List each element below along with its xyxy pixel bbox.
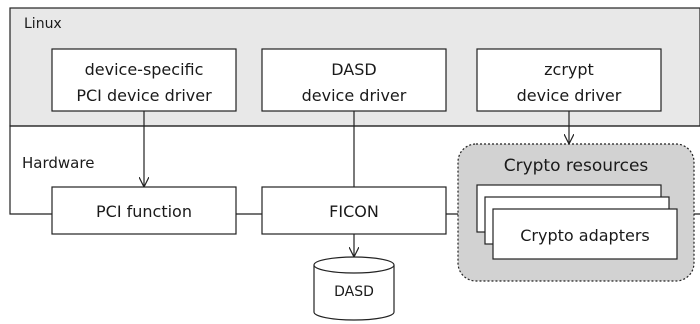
dasd-device-driver-box: DASD device driver bbox=[261, 48, 447, 112]
zcrypt-driver-line1: zcrypt bbox=[544, 60, 594, 79]
zcrypt-driver-line2: device driver bbox=[517, 86, 622, 105]
ficon-label: FICON bbox=[329, 202, 379, 221]
pci-device-driver-box: device-specific PCI device driver bbox=[51, 48, 237, 112]
pci-function-box: PCI function bbox=[51, 186, 237, 235]
ficon-box: FICON bbox=[261, 186, 447, 235]
pci-function-label: PCI function bbox=[96, 202, 192, 221]
crypto-resources-label: Crypto resources bbox=[504, 156, 649, 176]
dasd-storage-cylinder: DASD bbox=[313, 256, 395, 321]
dasd-driver-line2: device driver bbox=[302, 86, 407, 105]
dasd-driver-line1: DASD bbox=[331, 60, 376, 79]
crypto-adapters-label: Crypto adapters bbox=[520, 226, 649, 245]
pci-driver-line1: device-specific bbox=[85, 60, 204, 79]
crypto-adapter-card-front: Crypto adapters bbox=[492, 208, 678, 260]
hardware-layer-label: Hardware bbox=[22, 154, 94, 172]
zcrypt-device-driver-box: zcrypt device driver bbox=[476, 48, 662, 112]
pci-driver-line2: PCI device driver bbox=[76, 86, 212, 105]
dasd-storage-label: DASD bbox=[334, 284, 374, 300]
linux-layer-label: Linux bbox=[24, 16, 62, 32]
